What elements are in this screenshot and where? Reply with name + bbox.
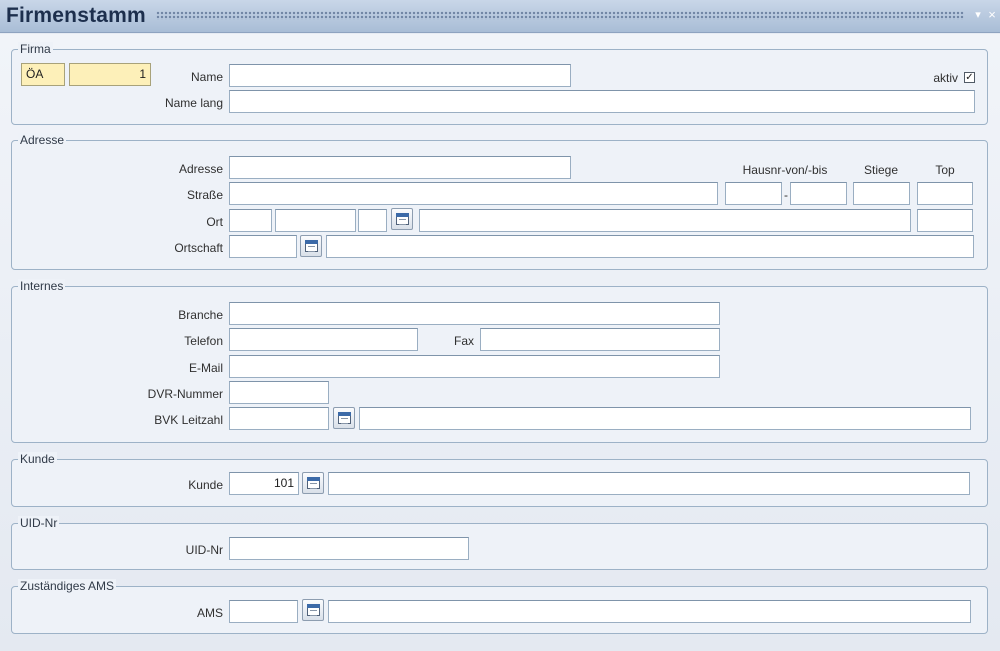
ort-plz-field[interactable] xyxy=(275,209,356,232)
ortschaft-name-field[interactable] xyxy=(326,235,974,258)
group-uid-legend: UID-Nr xyxy=(18,516,60,530)
bvk-name-field[interactable] xyxy=(359,407,971,430)
firma-name-label: Name xyxy=(190,70,223,84)
kunde-number-field[interactable]: 101 xyxy=(229,472,299,495)
stiege-header: Stiege xyxy=(863,163,899,177)
form-content: Firma ÖA 1 Name aktiv ✓ Name lang Adress… xyxy=(0,34,1000,651)
bvk-code-field[interactable] xyxy=(229,407,329,430)
calendar-icon xyxy=(305,240,318,252)
kunde-name-field[interactable] xyxy=(328,472,970,495)
group-firma: Firma ÖA 1 Name aktiv ✓ Name lang xyxy=(11,42,988,125)
adresse-label: Adresse xyxy=(178,162,223,176)
email-field[interactable] xyxy=(229,355,720,378)
bvk-lookup-button[interactable] xyxy=(333,407,355,429)
branche-field[interactable] xyxy=(229,302,720,325)
group-adresse: Adresse Adresse Hausnr-von/-bis Stiege T… xyxy=(11,133,988,270)
uid-label: UID-Nr xyxy=(185,543,223,557)
ortschaft-lookup-button[interactable] xyxy=(300,235,322,257)
ort-extra-field[interactable] xyxy=(917,209,973,232)
ort-lookup-button[interactable] xyxy=(391,208,413,230)
group-uid: UID-Nr UID-Nr xyxy=(11,516,988,570)
aktiv-label: aktiv xyxy=(933,71,958,85)
ams-code-field[interactable] xyxy=(229,600,298,623)
name-lang-label: Name lang xyxy=(164,96,223,110)
group-ams-legend: Zuständiges AMS xyxy=(18,579,117,593)
ams-lookup-button[interactable] xyxy=(302,599,324,621)
strasse-field[interactable] xyxy=(229,182,718,205)
ort-name-field[interactable] xyxy=(419,209,911,232)
hausnr-von-field[interactable] xyxy=(725,182,782,205)
group-ams: Zuständiges AMS AMS xyxy=(11,579,988,634)
group-kunde-legend: Kunde xyxy=(18,452,57,466)
hausnr-header: Hausnr-von/-bis xyxy=(742,163,828,177)
hausnr-bis-field[interactable] xyxy=(790,182,847,205)
minimize-icon[interactable]: ▾ xyxy=(975,9,981,21)
dvr-label: DVR-Nummer xyxy=(147,387,223,401)
top-header: Top xyxy=(935,163,955,177)
bvk-label: BVK Leitzahl xyxy=(154,413,223,427)
group-firma-legend: Firma xyxy=(18,42,53,56)
calendar-icon xyxy=(307,604,320,616)
telefon-field[interactable] xyxy=(229,328,418,351)
hausnr-separator: - xyxy=(784,188,788,202)
ams-label: AMS xyxy=(196,606,223,620)
telefon-label: Telefon xyxy=(184,334,223,348)
ort-code-field[interactable] xyxy=(358,209,387,232)
strasse-label: Straße xyxy=(186,188,223,202)
firma-name-field[interactable] xyxy=(229,64,571,87)
fax-label: Fax xyxy=(453,334,474,348)
calendar-icon xyxy=(307,477,320,489)
firma-code-field[interactable]: ÖA xyxy=(21,63,65,86)
fax-field[interactable] xyxy=(480,328,720,351)
firma-number-field[interactable]: 1 xyxy=(69,63,151,86)
window-title: Firmenstamm xyxy=(6,4,146,27)
email-label: E-Mail xyxy=(188,361,223,375)
group-kunde: Kunde Kunde 101 xyxy=(11,452,988,507)
ort-country-field[interactable] xyxy=(229,209,272,232)
adresse-field[interactable] xyxy=(229,156,571,179)
close-icon[interactable]: × xyxy=(988,7,996,22)
name-lang-field[interactable] xyxy=(229,90,975,113)
ortschaft-code-field[interactable] xyxy=(229,235,297,258)
titlebar-grip xyxy=(156,11,964,20)
uid-field[interactable] xyxy=(229,537,469,560)
stiege-field[interactable] xyxy=(853,182,910,205)
aktiv-checkbox[interactable]: ✓ xyxy=(964,72,975,83)
kunde-label: Kunde xyxy=(188,478,223,492)
ortschaft-label: Ortschaft xyxy=(174,241,223,255)
ams-name-field[interactable] xyxy=(328,600,971,623)
top-field[interactable] xyxy=(917,182,973,205)
branche-label: Branche xyxy=(178,308,223,322)
calendar-icon xyxy=(396,213,409,225)
ort-label: Ort xyxy=(206,215,223,229)
group-internes-legend: Internes xyxy=(18,279,66,293)
kunde-lookup-button[interactable] xyxy=(302,472,324,494)
dvr-field[interactable] xyxy=(229,381,329,404)
window-titlebar: Firmenstamm ▾ × xyxy=(0,0,1000,33)
group-adresse-legend: Adresse xyxy=(18,133,67,147)
calendar-icon xyxy=(338,412,351,424)
group-internes: Internes Branche Telefon Fax E-Mail DVR-… xyxy=(11,279,988,443)
